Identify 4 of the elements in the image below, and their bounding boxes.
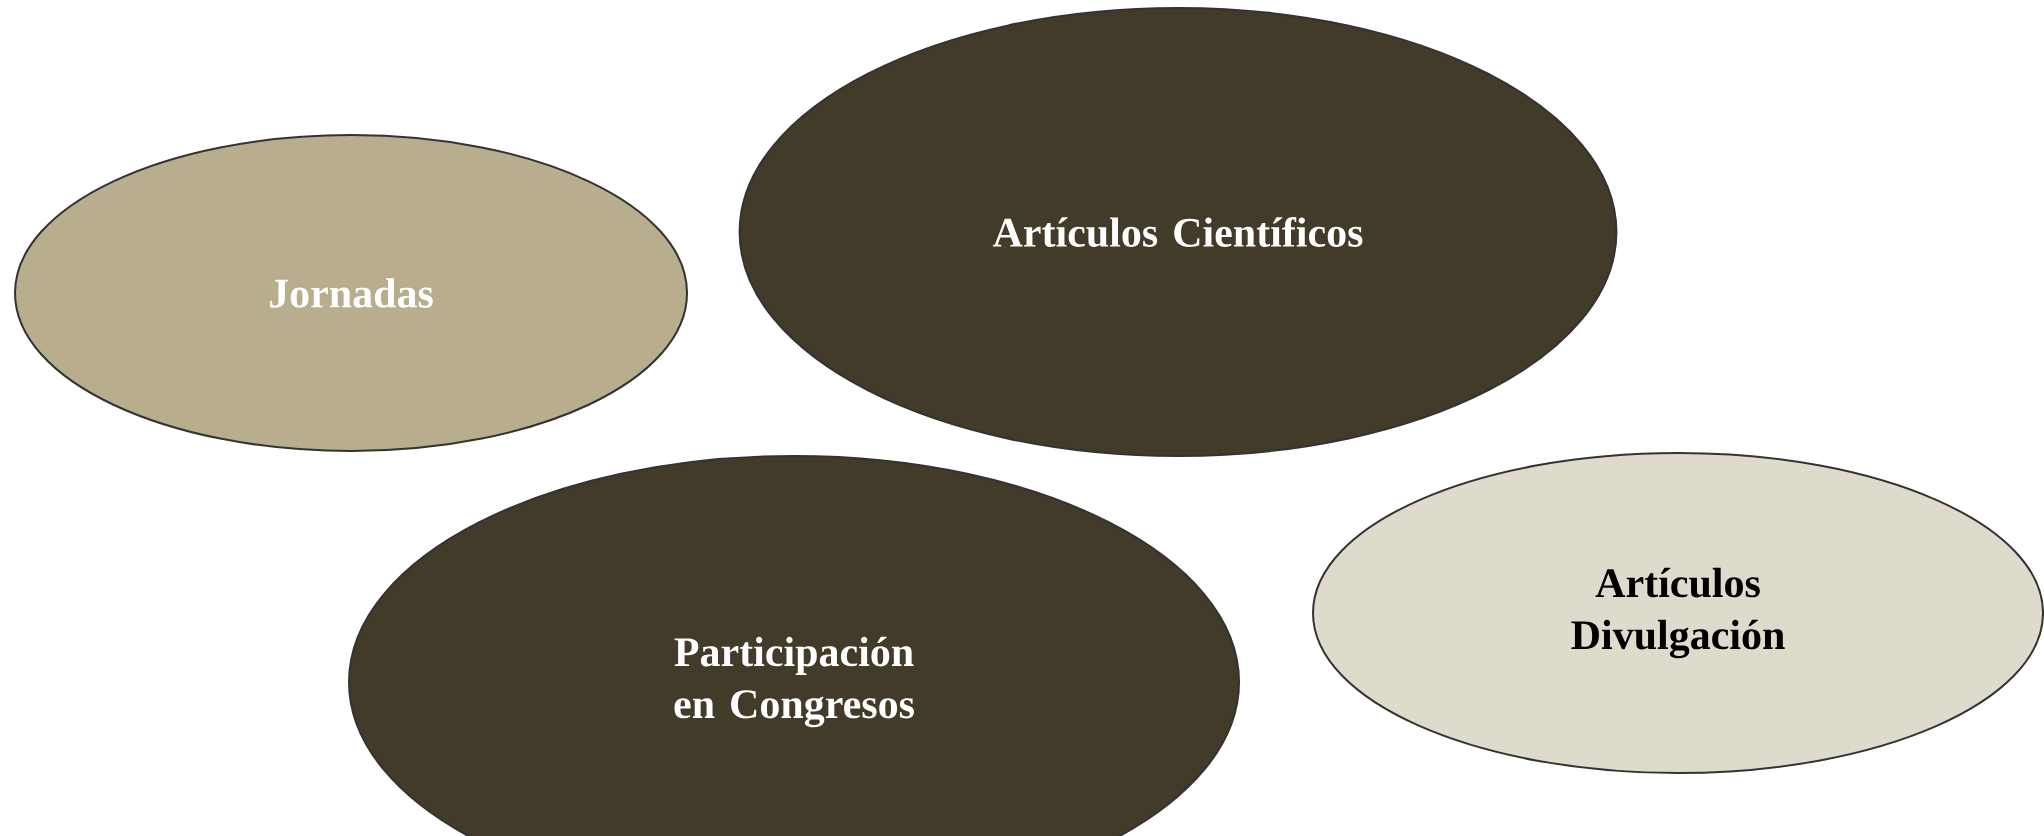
ellipse-node: Jornadas xyxy=(14,134,688,452)
ellipse-node: Artículos Científicos xyxy=(738,7,1618,457)
ellipse-node: Artículos Divulgación xyxy=(1312,452,2044,774)
ellipse-node: Participación en Congresos xyxy=(348,455,1240,836)
